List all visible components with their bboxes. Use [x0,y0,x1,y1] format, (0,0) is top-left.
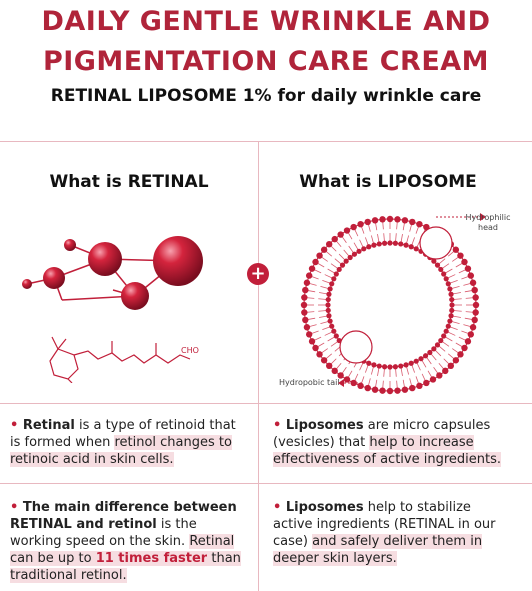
molecule-spheres-illustration [22,236,203,310]
liposome-term: Liposomes [285,418,364,433]
retinal-bullet-1-highlight-1: retinol changes to [114,435,232,450]
liposome-bullet-1-highlight-2: effectiveness of active ingredients. [273,452,501,467]
plus-icon: + [247,263,269,285]
sphere-tiny [64,239,76,251]
cho-label: CHO [181,346,199,355]
sphere-medium-2 [121,282,149,310]
retinal-bullet-1-text: is a type of retinoid that is formed whe… [10,418,236,450]
liposome-diagram [300,215,480,395]
hydrophobic-tail-magnifier [339,330,373,364]
liposome-term-2: Liposomes [285,500,364,515]
divider-lower [0,483,532,484]
liposome-heading: What is LIPOSOME [299,172,477,192]
liposome-bullet-2-text: help to stabilize active ingredients (RE… [273,500,496,549]
sphere-medium [88,242,122,276]
difference-heading: The main difference between [22,500,237,515]
title-line-1: DAILY GENTLE WRINKLE AND [41,6,491,37]
tail-pointer-arrow [338,379,364,387]
hydrophobic-tail-label: Hydropobic tail [279,378,340,387]
hydrophilic-head-label: Hydrophilic head [465,213,511,232]
liposome-bullet-1: • Liposomes are micro capsules (vesicles… [273,418,501,467]
speed-emphasis: 11 times faster [95,551,208,566]
hydrophilic-head-magnifier [419,226,453,260]
liposome-bullet-1-text: are micro capsules (vesicles) that [273,418,491,450]
liposome-bullet-2: • Liposomes help to stabilize active ing… [273,500,496,566]
retinal-bullet-1-highlight-2: retinoic acid in skin cells. [10,452,174,467]
retinal-bullet-2-text: is the working speed on the skin. [10,517,197,549]
head-pointer-arrow [436,213,486,221]
retinal-heading: What is RETINAL [49,172,209,192]
subtitle: RETINAL LIPOSOME 1% for daily wrinkle ca… [50,86,482,106]
retinal-bullet-1: • Retinal is a type of retinoid that is … [10,418,236,467]
sphere-tiny-2 [22,279,32,289]
liposome-bullet-1-highlight-1: help to increase [369,435,474,450]
retinal-structure-diagram: CHO [49,336,199,383]
title-line-2: PIGMENTATION CARE CREAM [42,46,490,77]
retinal-term: Retinal [22,418,75,433]
sphere-large [153,236,203,286]
divider-vertical [258,141,259,591]
divider-top [0,141,532,142]
retinal-retinol-term: RETINAL and retinol [10,517,157,532]
sphere-small [43,267,65,289]
divider-middle [0,403,532,404]
